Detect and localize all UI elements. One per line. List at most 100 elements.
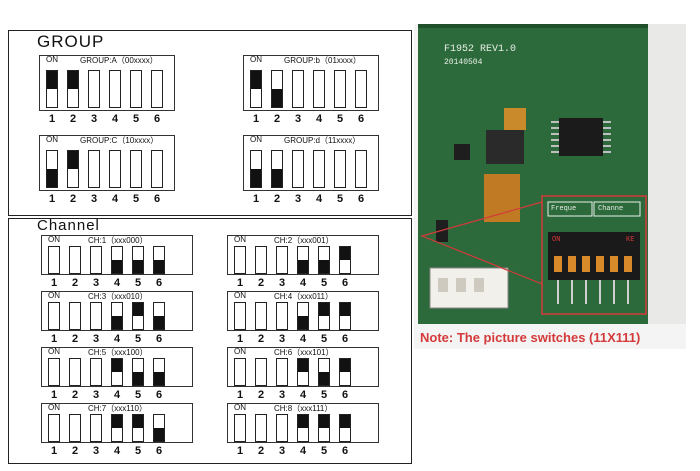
channel-switch-number: 5 — [134, 277, 142, 289]
group-switch-number: 4 — [315, 113, 323, 125]
channel-switch-number: 1 — [50, 277, 58, 289]
channel-switch-number: 1 — [236, 389, 244, 401]
group-switch-number: 4 — [315, 193, 323, 205]
group-switch-number: 5 — [132, 193, 140, 205]
channel-on-label: ON — [234, 347, 246, 356]
group-switch-number: 3 — [90, 193, 98, 205]
switch-knob-down — [112, 316, 122, 329]
channel-block-caption: CH:6（xxx101） — [274, 348, 334, 357]
channel-switch-1 — [48, 246, 60, 274]
channel-switch-number: 6 — [155, 389, 163, 401]
group-switch-number: 2 — [69, 113, 77, 125]
channel-switch-number: 4 — [299, 389, 307, 401]
channel-switch-3 — [276, 414, 288, 442]
channel-switch-1 — [234, 302, 246, 330]
group-block-caption: GROUP:d（11xxxx） — [284, 136, 361, 145]
group-switch-number: 1 — [48, 113, 56, 125]
switch-knob-down — [319, 260, 329, 273]
channel-switch-number: 5 — [134, 333, 142, 345]
switch-brand: KE — [626, 236, 635, 244]
channel-switch-number: 3 — [278, 389, 286, 401]
group-switch-number: 3 — [294, 193, 302, 205]
channel-block-caption: CH:5（xxx100） — [88, 348, 148, 357]
group-switch-number: 4 — [111, 193, 119, 205]
channel-switch-2 — [255, 414, 267, 442]
switch-knob-up — [68, 151, 78, 169]
channel-switch-number: 2 — [257, 445, 265, 457]
channel-on-label: ON — [234, 403, 246, 412]
channel-switch-5 — [318, 414, 330, 442]
switch-knob-up — [112, 415, 122, 428]
switch-knob-up — [319, 303, 329, 316]
group-switch-2 — [67, 150, 79, 188]
group-switch-number: 3 — [90, 113, 98, 125]
channel-switch-3 — [90, 358, 102, 386]
channel-switch-1 — [48, 302, 60, 330]
group-title: GROUP — [37, 32, 105, 51]
group-switch-number: 3 — [294, 113, 302, 125]
group-on-label: ON — [46, 135, 58, 144]
group-switch-3 — [88, 150, 100, 188]
switch-knob-down — [298, 316, 308, 329]
group-switch-number: 6 — [153, 193, 161, 205]
channel-title: Channel — [37, 217, 100, 234]
channel-switch-6 — [153, 414, 165, 442]
group-switch-1 — [250, 70, 262, 108]
channel-switch-1 — [234, 358, 246, 386]
channel-switch-number: 4 — [299, 277, 307, 289]
group-block-caption: GROUP:b（01xxxx） — [284, 56, 361, 65]
channel-switch-2 — [255, 358, 267, 386]
channel-switch-number: 6 — [341, 389, 349, 401]
group-switch-number: 4 — [111, 113, 119, 125]
channel-switch-5 — [318, 246, 330, 274]
group-switch-number: 2 — [273, 113, 281, 125]
switch-knob-up — [340, 359, 350, 372]
channel-switch-3 — [276, 358, 288, 386]
channel-switch-6 — [153, 358, 165, 386]
group-on-label: ON — [46, 55, 58, 64]
channel-switch-2 — [69, 358, 81, 386]
group-switch-2 — [271, 70, 283, 108]
group-switch-number: 1 — [252, 113, 260, 125]
group-switch-6 — [355, 70, 367, 108]
group-switch-3 — [88, 70, 100, 108]
channel-switch-number: 2 — [71, 389, 79, 401]
group-panel: GROUP ON GROUP:A（00xxxx） 1 2 3 4 5 6 ON GROUP:b（0… — [8, 30, 412, 216]
group-switch-1 — [46, 150, 58, 188]
channel-switch-number: 4 — [113, 389, 121, 401]
group-switch-6 — [151, 150, 163, 188]
channel-switch-4 — [111, 358, 123, 386]
channel-switch-4 — [297, 246, 309, 274]
channel-switch-3 — [276, 302, 288, 330]
group-switch-number: 2 — [273, 193, 281, 205]
channel-switch-2 — [69, 246, 81, 274]
switch-knob-down — [133, 372, 143, 385]
channel-switch-number: 4 — [299, 445, 307, 457]
group-switch-number: 5 — [132, 113, 140, 125]
channel-switch-3 — [276, 246, 288, 274]
channel-block-caption: CH:8（xxx111） — [274, 404, 333, 413]
group-block-caption: GROUP:A（00xxxx） — [80, 56, 158, 65]
group-switch-4 — [109, 70, 121, 108]
channel-switch-number: 2 — [71, 445, 79, 457]
channel-switch-5 — [132, 414, 144, 442]
channel-switch-4 — [111, 246, 123, 274]
channel-switch-6 — [153, 302, 165, 330]
channel-switch-1 — [48, 358, 60, 386]
group-switch-4 — [313, 70, 325, 108]
board-label: F1952 REV1.0 — [444, 44, 517, 55]
switch-knob-down — [112, 260, 122, 273]
channel-block-caption: CH:1（xxx000） — [88, 236, 148, 245]
switch-knob-up — [340, 247, 350, 260]
switch-knob-up — [133, 415, 143, 428]
switch-knob-up — [340, 303, 350, 316]
channel-switch-number: 5 — [320, 277, 328, 289]
